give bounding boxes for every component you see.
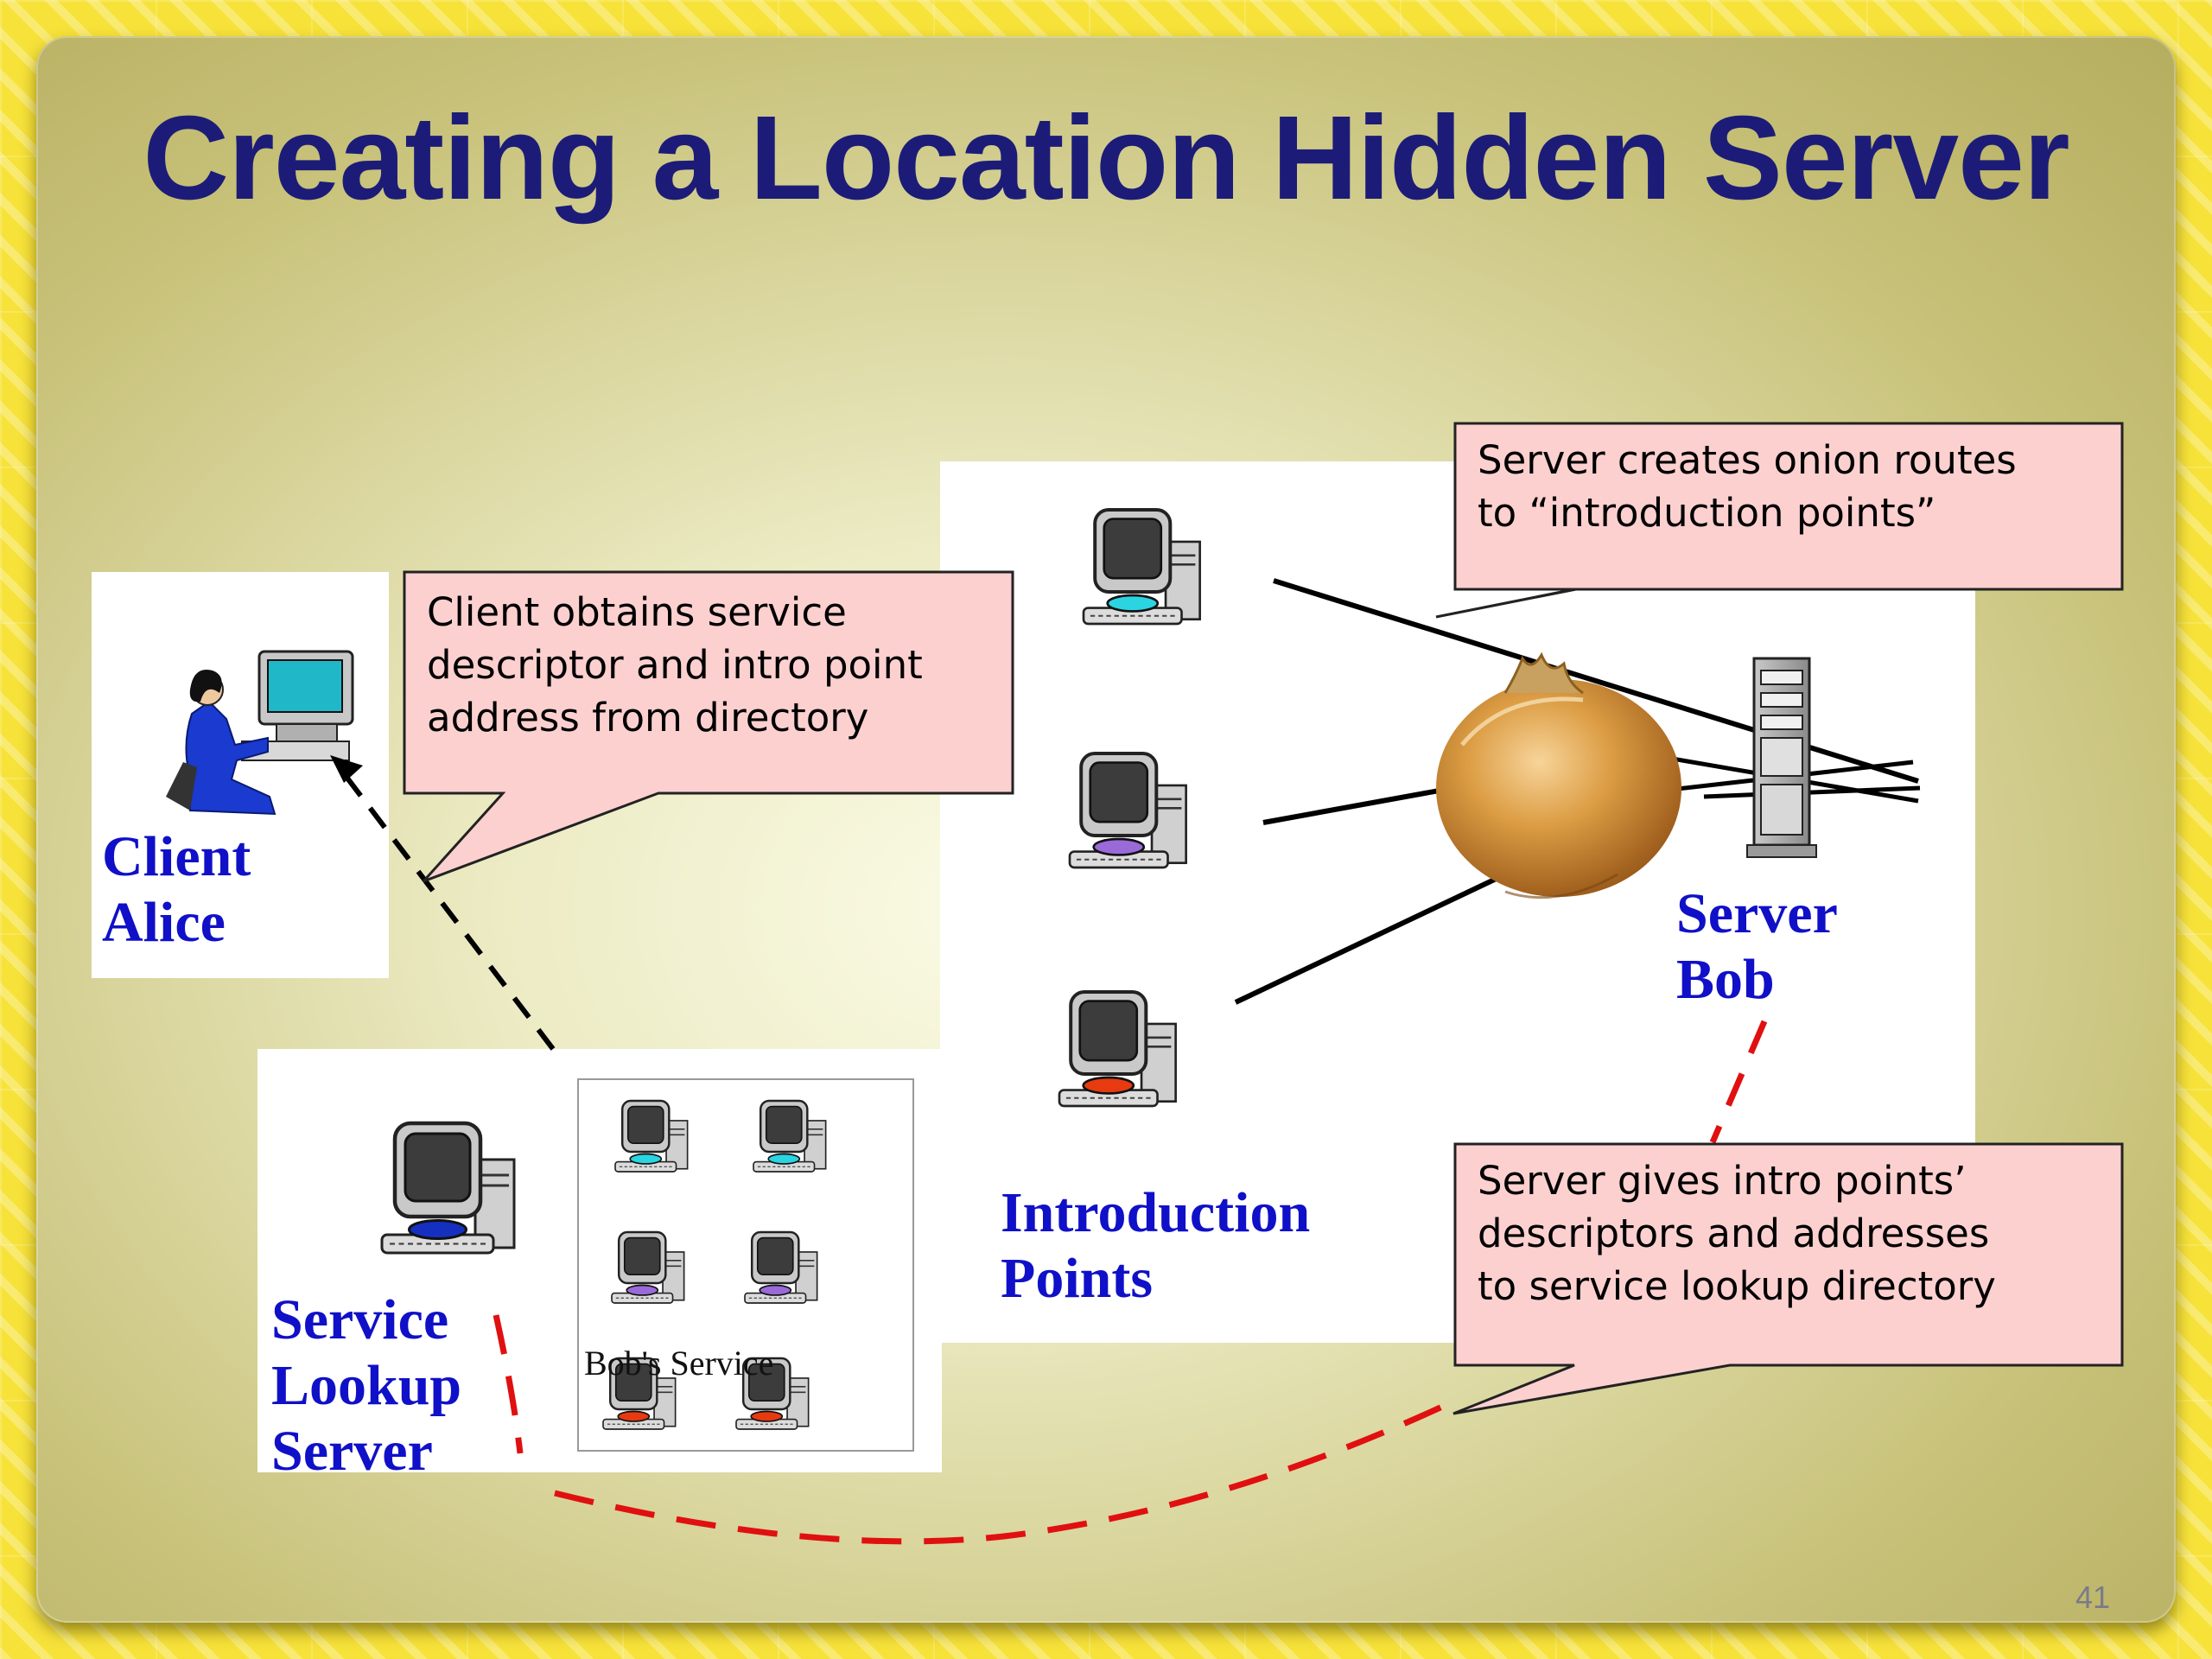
callout-client-bubble [403,570,1014,883]
introduction-label-line: Points [1001,1247,1154,1310]
lookup-label-line: Server [271,1420,433,1483]
desktop-computer-icon [1058,990,1178,1108]
bobs-service-label: Bob's Service [584,1344,774,1382]
callout-line: descriptor and intro point [427,642,923,688]
onion-icon [1436,652,1681,899]
slide-title: Creating a Location Hidden Server [143,92,2069,225]
callout-line: Server creates onion routes [1478,437,2017,483]
server-label: Server Bob [1676,881,1838,1013]
desktop-computer-icon [382,1123,514,1253]
client-panel [92,572,389,978]
woman-at-computer-icon [166,650,354,816]
page-number: 41 [2075,1580,2111,1615]
callout-server-gives-text: Server gives intro points’ descriptors a… [1478,1154,1996,1313]
client-label-line: Client [102,825,251,888]
slide: Creating a Location Hidden Server [36,36,2176,1623]
server-label-line: Bob [1676,948,1775,1011]
callout-server-gives-bubble [1452,1142,2124,1415]
introduction-points-label: Introduction Points [1001,1180,1310,1312]
route-line-1 [1273,578,1919,784]
desktop-computer-icon [752,1099,827,1173]
server-rack-icon [1746,657,1817,858]
desktop-computer-icon [743,1230,818,1305]
lookup-label-line: Service [271,1288,449,1351]
client-fetch-arrow [338,767,556,1051]
route-line-2 [1262,785,1454,825]
desktop-computer-icon [1082,508,1202,626]
server-label-line: Server [1676,882,1838,945]
introduction-label-line: Introduction [1001,1181,1311,1244]
desktop-computer-icon [1068,752,1188,869]
callout-line: to service lookup directory [1478,1263,1996,1309]
lookup-server-label: Service Lookup Server [271,1287,461,1484]
client-label: Client Alice [102,824,251,956]
route-line-6 [1703,785,1921,799]
server-to-callout-line [1709,1020,1768,1144]
callout-client-text: Client obtains service descriptor and in… [427,586,923,744]
callout-server-creates-text: Server creates onion routes to “introduc… [1478,434,2017,539]
lookup-label-line: Lookup [271,1354,462,1417]
route-line-3 [1234,872,1507,1005]
callout-line: Client obtains service [427,589,847,635]
upload-path-arc [493,1314,1455,1545]
callout-line: address from directory [427,695,869,741]
callout-server-creates-bubble [1435,422,2124,619]
desktop-computer-icon [613,1099,689,1173]
callout-line: descriptors and addresses [1478,1211,1990,1256]
desktop-computer-icon [610,1230,685,1305]
client-label-line: Alice [102,891,226,954]
diagram-graphics [166,422,2124,1545]
arrowhead-icon [330,755,363,783]
callout-line: to “introduction points” [1478,490,1936,536]
callout-line: Server gives intro points’ [1478,1158,1967,1204]
desktop-computer-icon [601,1357,677,1431]
desktop-computer-icon [734,1357,810,1431]
